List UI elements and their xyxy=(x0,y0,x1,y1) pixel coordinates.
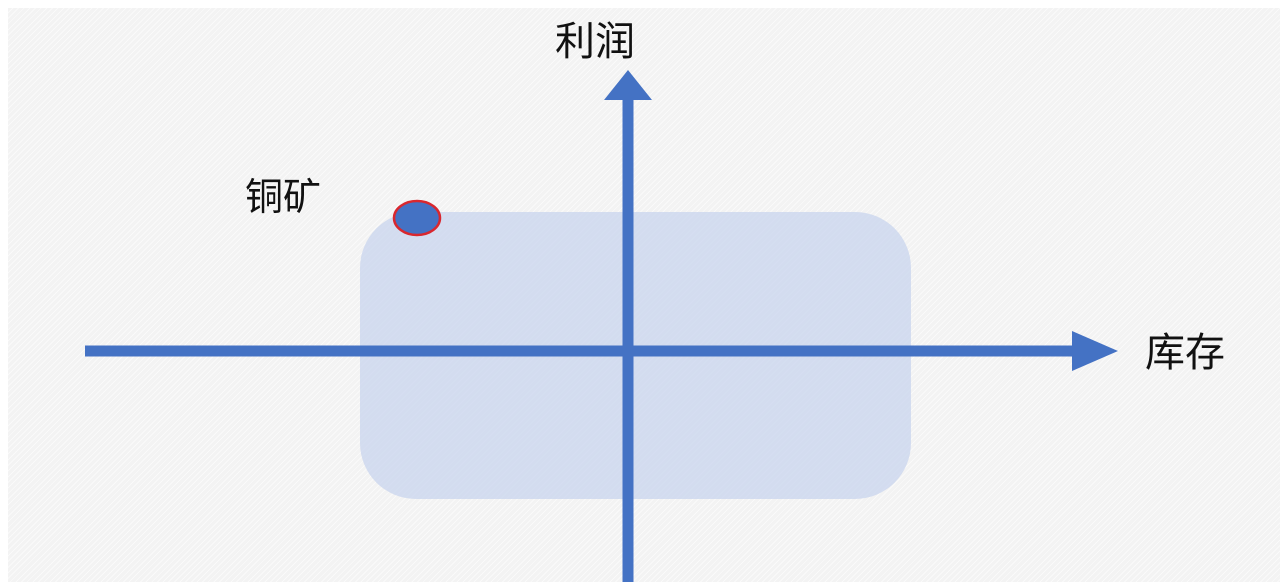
y-axis-label: 利润 xyxy=(555,19,635,65)
x-axis-label: 库存 xyxy=(1145,330,1225,376)
y-axis-arrowhead xyxy=(604,70,652,100)
top-margin xyxy=(0,0,1280,8)
x-axis-arrowhead xyxy=(1072,331,1118,371)
copper-point xyxy=(392,199,442,237)
copper-label: 铜矿 xyxy=(245,175,322,219)
left-margin xyxy=(0,0,8,582)
